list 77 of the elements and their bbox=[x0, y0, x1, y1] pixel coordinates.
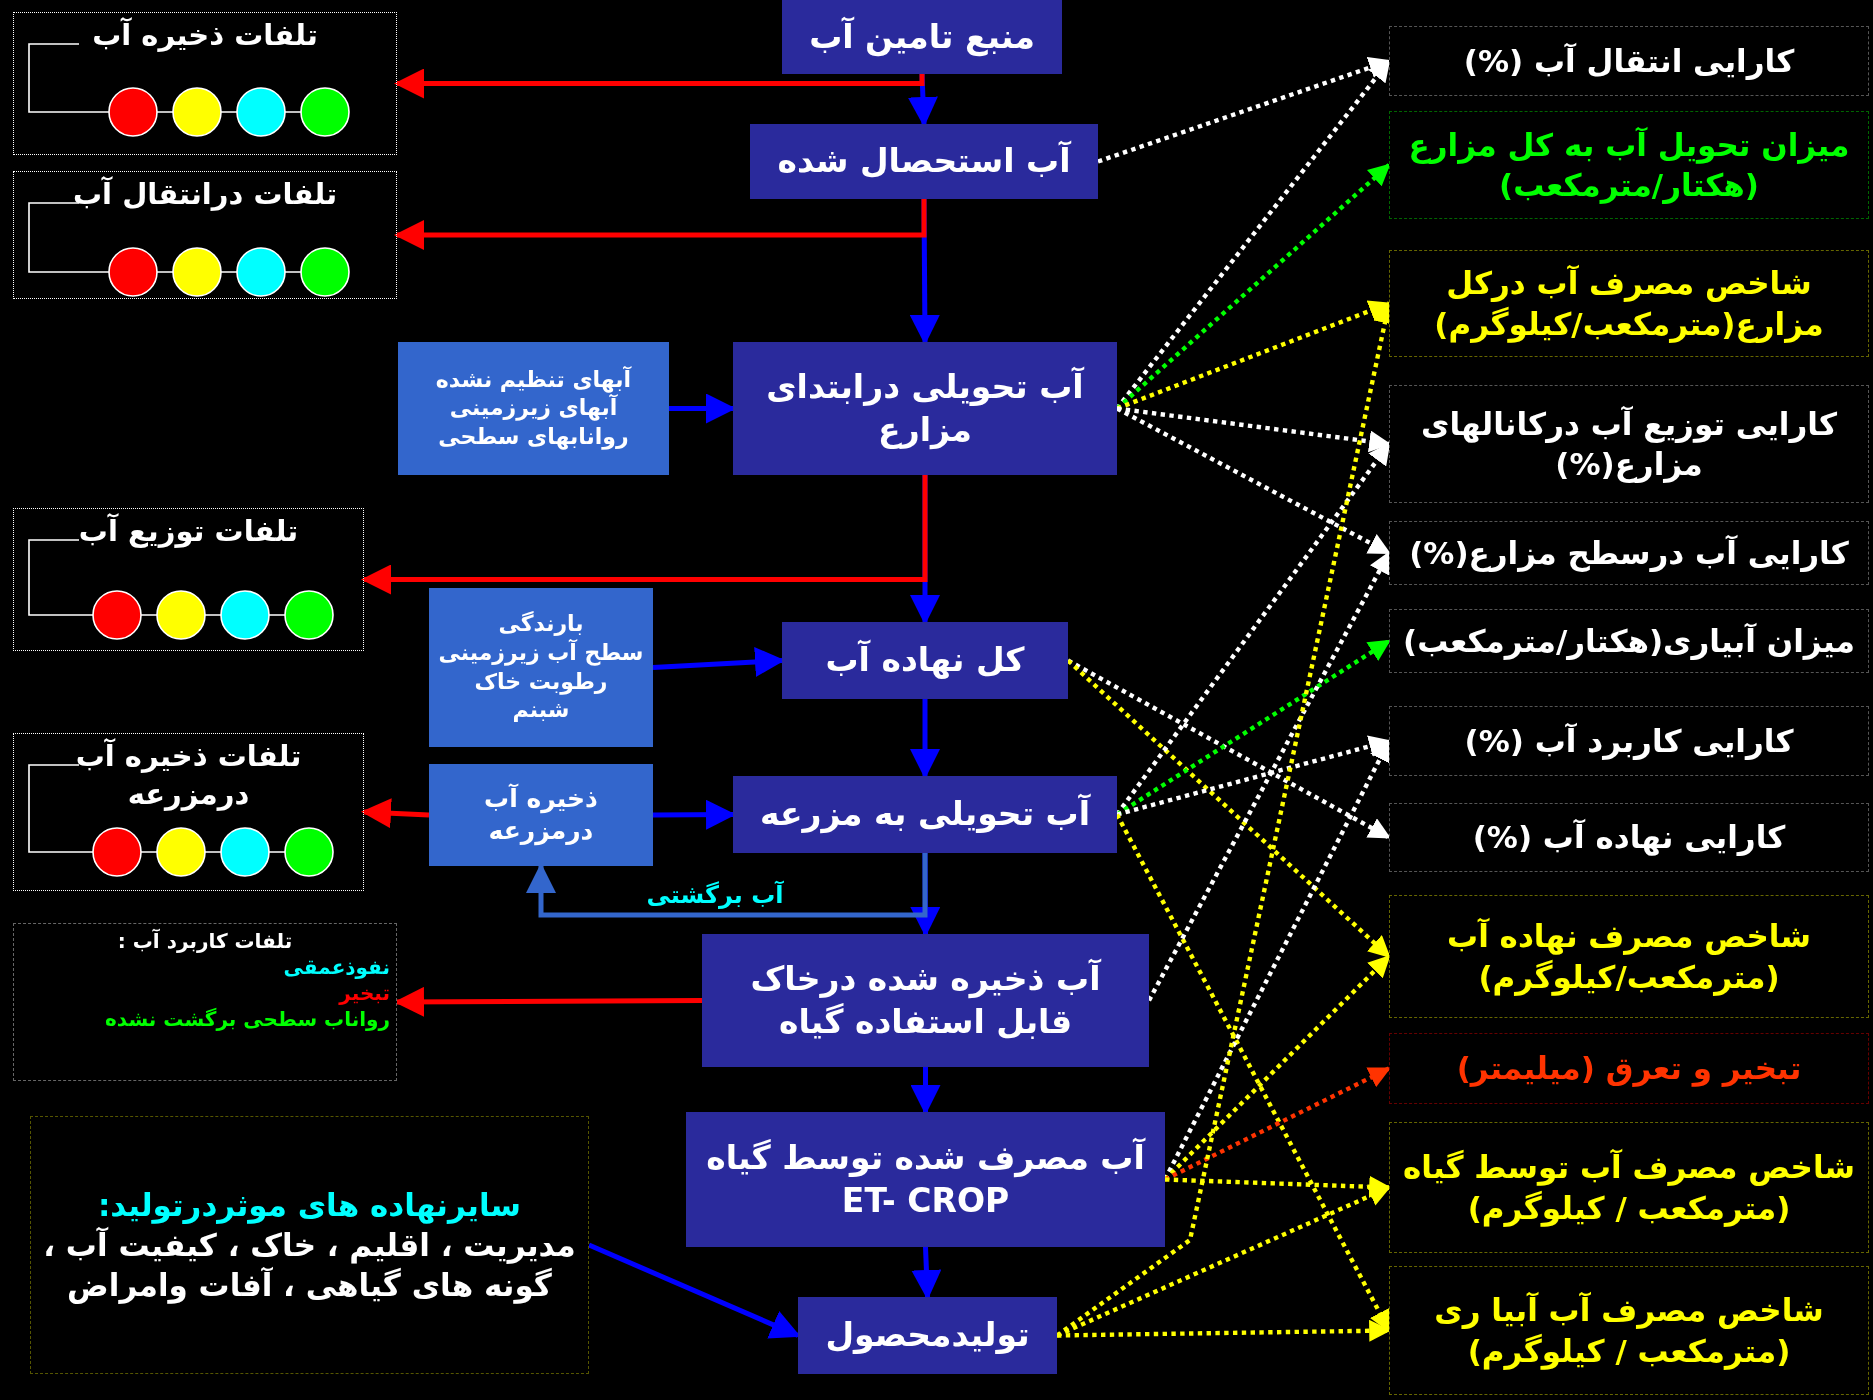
arrow bbox=[910, 699, 940, 779]
process-box bbox=[702, 934, 1149, 1067]
process-label: کل نهاده آب bbox=[824, 639, 1026, 682]
input-box bbox=[429, 764, 653, 866]
loss-title: تلفات ذخیره آب bbox=[91, 17, 319, 54]
input-item: سطح آب زیرزمینی bbox=[437, 638, 645, 668]
process-label: آب مصرف شده توسط گیاه bbox=[705, 1136, 1147, 1180]
indicator-box bbox=[1389, 26, 1869, 96]
input-box bbox=[398, 342, 669, 475]
loss-title: تلفات درانتقال آب bbox=[71, 176, 339, 213]
process-label: آب استحصال شده bbox=[776, 140, 1073, 183]
indicator-label: شاخص مصرف آب توسط گیاه (مترمکعب / کیلوگرم) bbox=[1401, 1148, 1857, 1228]
loss-title: تلفات کاربرد آب : bbox=[116, 928, 294, 954]
arrow bbox=[910, 1067, 941, 1115]
indicator-label: شاخص مصرف آب آبیا ری (مترمکعب / کیلوگرم) bbox=[1433, 1291, 1825, 1371]
input-item: روانابهای سطحی bbox=[437, 422, 630, 452]
process-label: ET- CROP bbox=[840, 1179, 1011, 1222]
loss-item: تبخیر bbox=[337, 980, 390, 1006]
indicator-box bbox=[1389, 895, 1869, 1018]
process-label: منبع تامین آب bbox=[808, 15, 1036, 59]
loss-title: تلفات ذخیره آب درمزرعه bbox=[74, 738, 303, 813]
loss-item: نفوذعمقی bbox=[282, 954, 390, 980]
process-box bbox=[733, 342, 1117, 475]
input-item: رطوبت خاک bbox=[473, 667, 609, 697]
arrow bbox=[526, 853, 928, 918]
indicator-label: میزان تحویل آب به کل مزارع (هکتار/مترمکعب) bbox=[1407, 125, 1851, 206]
indicator-box bbox=[1389, 1266, 1869, 1395]
process-box bbox=[782, 0, 1062, 74]
loss-box bbox=[13, 171, 397, 299]
arrow bbox=[361, 798, 430, 829]
indicator-label: شاخص مصرف نهاده آب (مترمکعب/کیلوگرم) bbox=[1446, 917, 1812, 997]
indicator-label: تبخیر و تعرق (میلیمتر) bbox=[1455, 1049, 1803, 1089]
arrow bbox=[394, 199, 927, 250]
indicator-box bbox=[1389, 803, 1869, 872]
process-box bbox=[733, 776, 1117, 853]
dotted-arrow bbox=[1164, 1066, 1391, 1182]
input-item: شبنم bbox=[511, 696, 571, 725]
process-label: آب تحویلی به مزرعه bbox=[759, 793, 1092, 836]
input-item: ذخیره آب درمزرعه bbox=[483, 782, 599, 848]
indicator-box bbox=[1389, 250, 1869, 357]
loss-box bbox=[13, 923, 397, 1081]
loss-box bbox=[13, 733, 364, 891]
input-item: آبهای تنظیم نشده bbox=[434, 365, 633, 393]
process-box bbox=[798, 1297, 1057, 1374]
arrow bbox=[361, 475, 928, 595]
process-label: آب تحویلی درابتدای مزارع bbox=[765, 365, 1086, 452]
indicator-box bbox=[1389, 1122, 1869, 1253]
loss-box bbox=[13, 12, 397, 155]
input-item: آبهای زیرزمینی bbox=[404, 394, 663, 423]
input-box bbox=[429, 588, 653, 747]
loss-box bbox=[13, 508, 364, 651]
indicator-label: میزان آبیاری(هکتار/مترمکعب) bbox=[1402, 621, 1856, 662]
indicator-box bbox=[1389, 385, 1869, 503]
process-label: تولیدمحصول bbox=[824, 1314, 1031, 1357]
process-box bbox=[750, 124, 1098, 199]
loss-item: رواناب سطحی برگشت نشده bbox=[104, 1006, 390, 1032]
factor-list: مدیریت ، اقلیم ، خاک ، کیفیت آب ، گونه های گیاهی ، آفات وامراض bbox=[37, 1224, 582, 1306]
indicator-label: کارایی انتقال آب (%) bbox=[1462, 41, 1796, 82]
indicator-box bbox=[1389, 111, 1869, 219]
indicator-box bbox=[1389, 1033, 1869, 1104]
arrow bbox=[394, 68, 925, 99]
process-box bbox=[782, 622, 1068, 699]
indicator-box bbox=[1389, 609, 1869, 673]
loss-title: تلفات توزیع آب bbox=[77, 513, 300, 550]
indicator-label: کارایی آب درسطح مزارع(%) bbox=[1408, 533, 1850, 574]
input-item: بارندگی bbox=[497, 610, 585, 639]
indicator-label: کارایی نهاده آب (%) bbox=[1471, 818, 1787, 858]
process-box bbox=[686, 1112, 1165, 1247]
indicator-box bbox=[1389, 521, 1869, 585]
factor-title: سایرنهاده های موثردرتولید: bbox=[96, 1185, 523, 1225]
factor-box bbox=[30, 1116, 589, 1374]
indicator-label: کارایی کاربرد آب (%) bbox=[1463, 721, 1795, 762]
indicator-label: شاخص مصرف آب درکل مزارع(مترمکعب/کیلوگرم) bbox=[1433, 264, 1825, 344]
arrow bbox=[911, 1246, 942, 1300]
indicator-box bbox=[1389, 706, 1869, 776]
indicator-label: کارایی توزیع آب درکانالهای مزارع(%) bbox=[1420, 404, 1838, 485]
process-label: آب ذخیره شده درخاک قابل استفاده گیاه bbox=[749, 957, 1103, 1043]
